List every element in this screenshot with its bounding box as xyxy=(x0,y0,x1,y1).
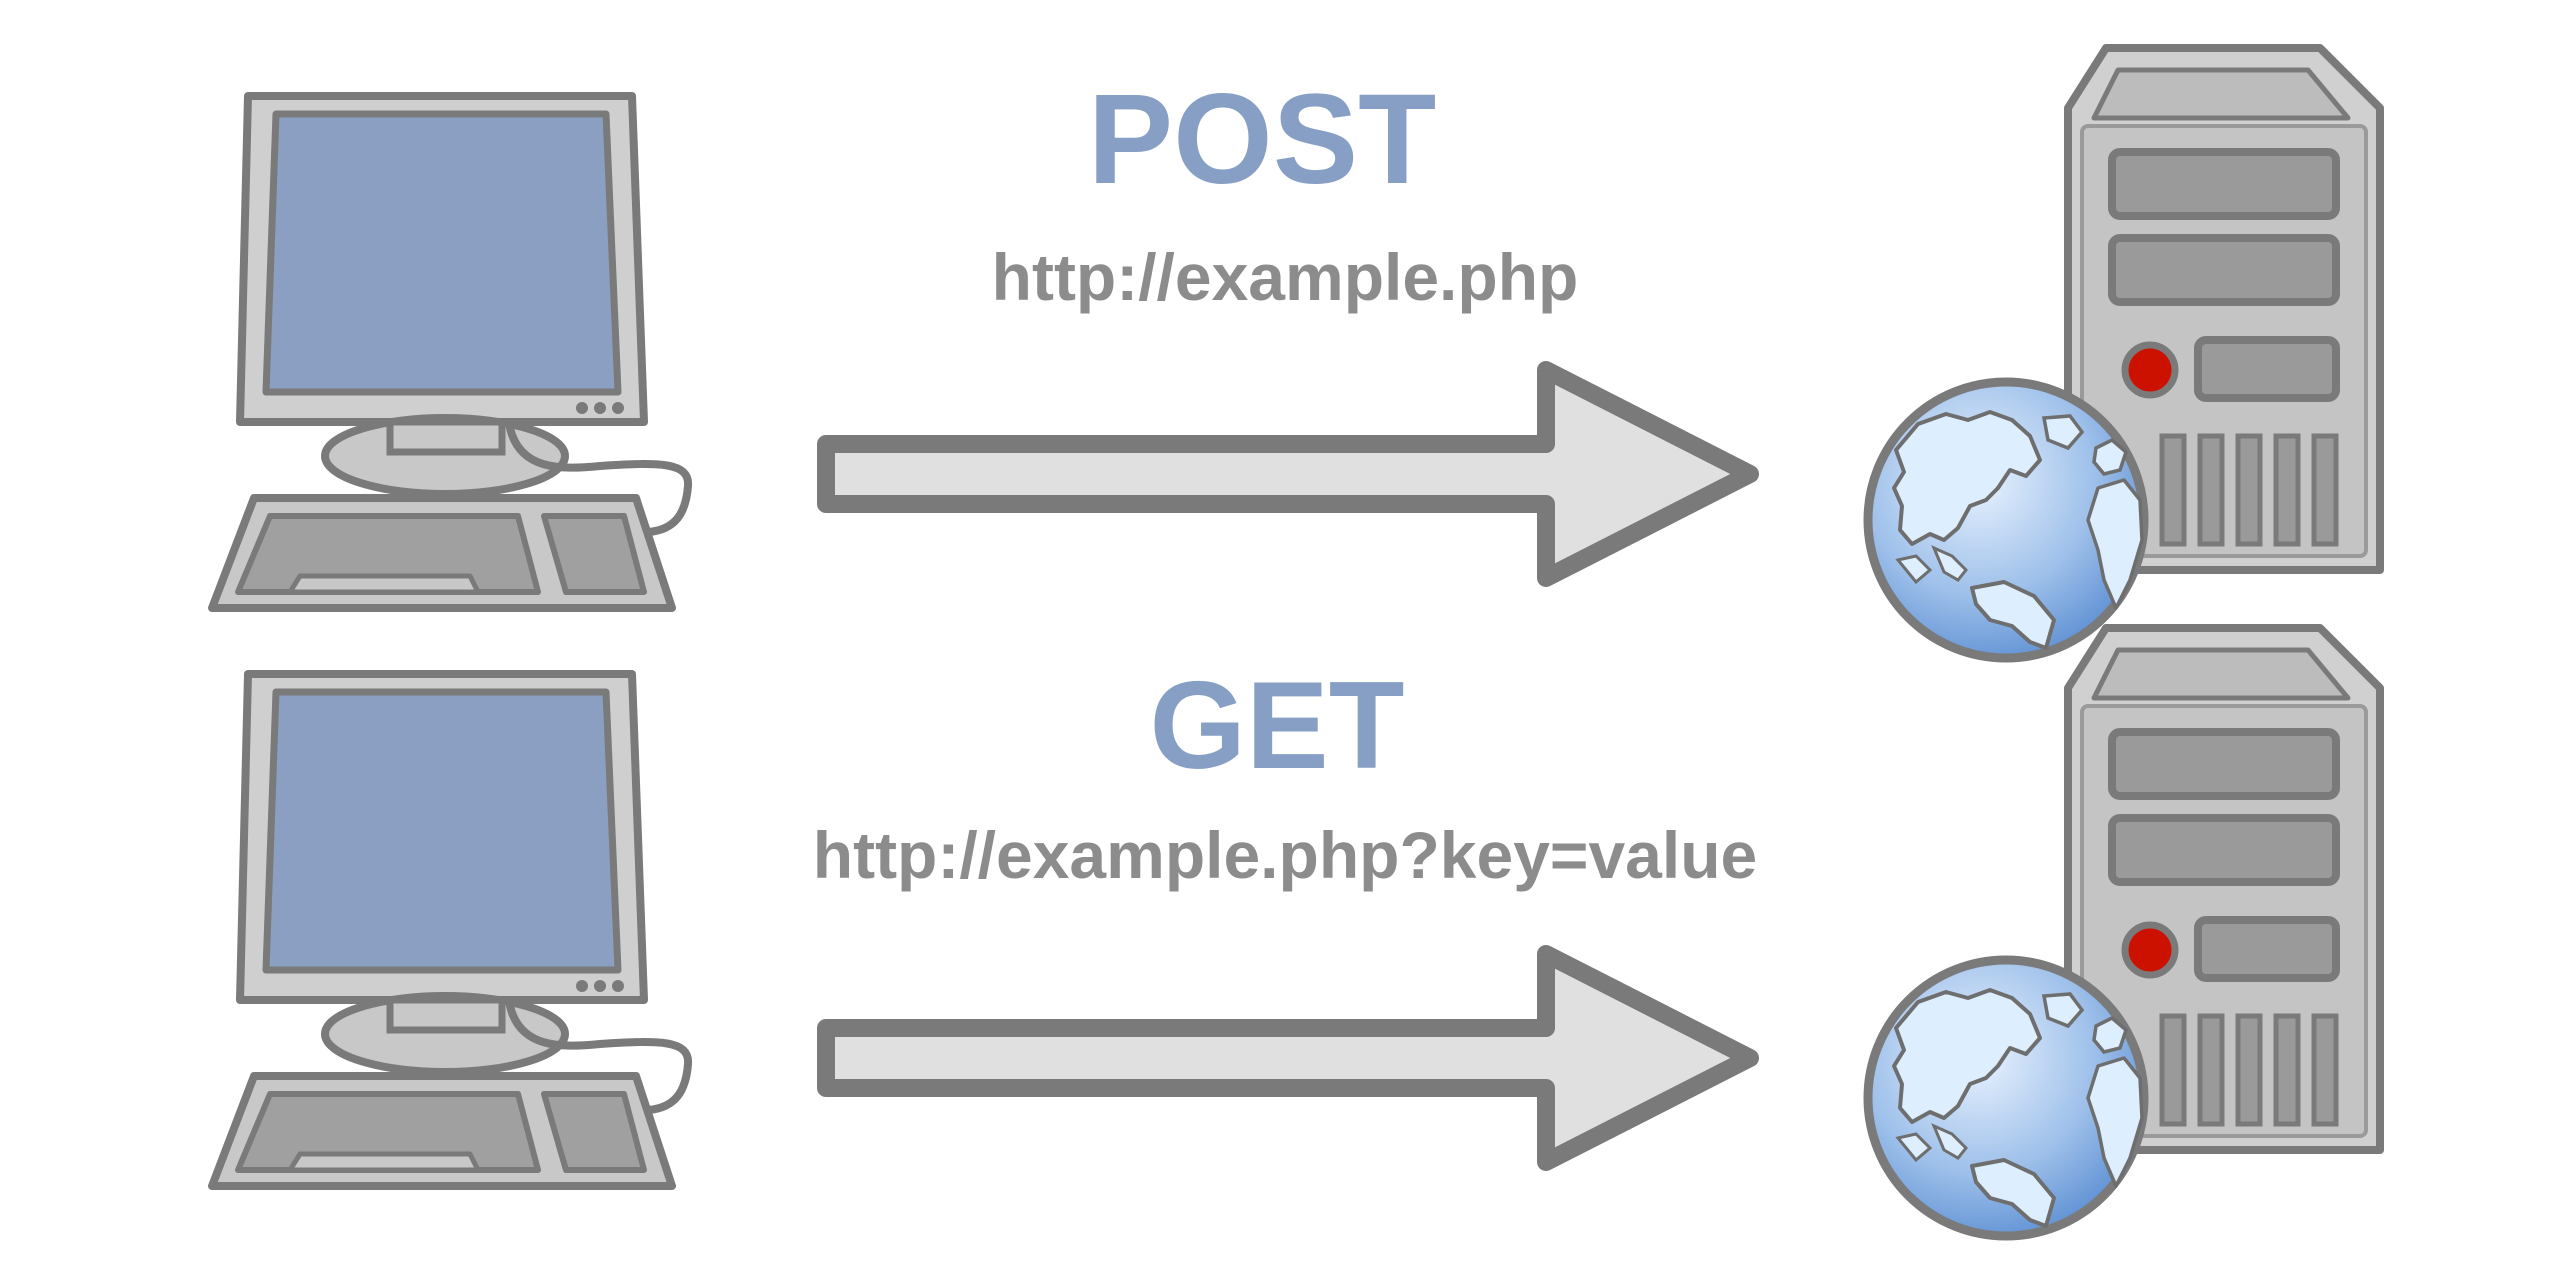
globe-icon xyxy=(1868,382,2144,658)
get-method-label: GET xyxy=(1149,657,1405,795)
get-url-label: http://example.php?key=value xyxy=(812,818,1758,892)
globe-icon xyxy=(1868,960,2144,1236)
post-method-label: POST xyxy=(1087,68,1437,211)
request-arrow-icon xyxy=(826,370,1750,578)
client-computer-icon xyxy=(212,96,688,608)
post-url-label: http://example.php xyxy=(991,240,1579,314)
request-arrow-icon xyxy=(826,954,1750,1162)
client-computer-icon xyxy=(212,674,688,1186)
